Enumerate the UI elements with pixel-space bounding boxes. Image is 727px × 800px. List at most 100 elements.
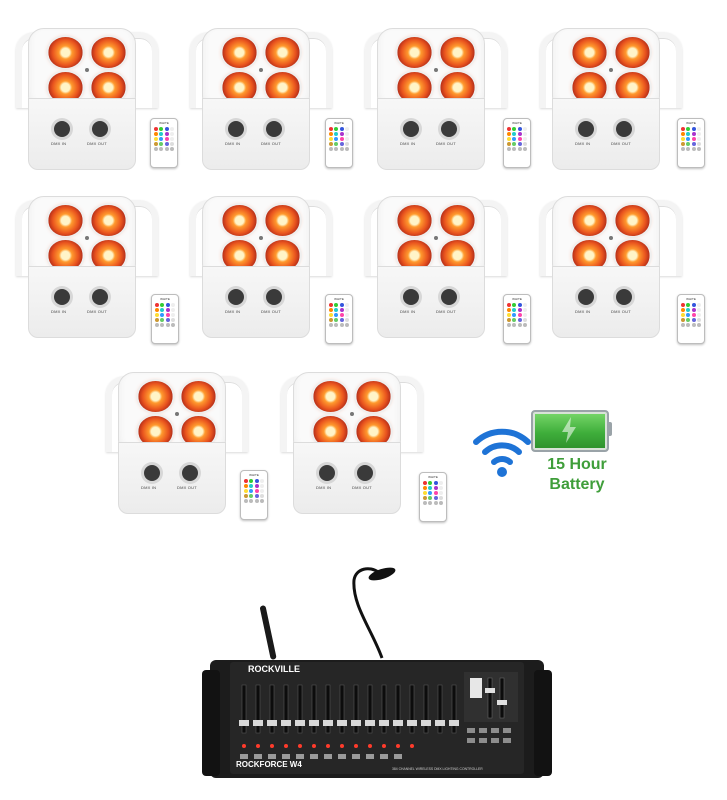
remote-keypad bbox=[681, 303, 701, 327]
remote-key bbox=[159, 132, 164, 136]
remote-key bbox=[164, 142, 169, 146]
dmx-in-port bbox=[228, 121, 244, 137]
remote-label: WHITE bbox=[249, 473, 259, 477]
remote-key bbox=[517, 303, 522, 307]
fixture-base: DMX IN DMX OUT bbox=[552, 98, 660, 170]
led-lens bbox=[397, 72, 432, 103]
remote-key bbox=[244, 489, 248, 493]
dmx-out-label: DMX OUT bbox=[611, 309, 631, 314]
remote-key bbox=[334, 323, 339, 327]
remote-key bbox=[517, 132, 522, 136]
dmx-out-label: DMX OUT bbox=[261, 309, 281, 314]
dmx-out-port bbox=[266, 121, 282, 137]
led-lens bbox=[615, 205, 650, 236]
remote-key bbox=[244, 484, 248, 488]
dmx-out-port bbox=[92, 289, 108, 305]
fixture-base: DMX IN DMX OUT bbox=[377, 266, 485, 338]
remote-key bbox=[160, 323, 165, 327]
remote-key bbox=[169, 127, 174, 131]
led-lens bbox=[572, 205, 607, 236]
dmx-out-port bbox=[441, 121, 457, 137]
led-lens bbox=[265, 72, 300, 103]
remote-key bbox=[329, 137, 333, 141]
par-light-fixture: DMX IN DMX OUT bbox=[540, 196, 682, 338]
remote-key bbox=[154, 142, 158, 146]
fixture-base: DMX IN DMX OUT bbox=[202, 98, 310, 170]
remote-key bbox=[522, 137, 527, 141]
remote-key bbox=[344, 303, 349, 307]
dmx-out-port bbox=[182, 465, 198, 481]
ir-sensor bbox=[175, 412, 179, 416]
remote-key bbox=[696, 313, 701, 317]
remote-key bbox=[681, 142, 685, 146]
remote-key bbox=[334, 142, 339, 146]
remote-key bbox=[507, 142, 511, 146]
remote-key bbox=[438, 501, 443, 505]
remote-key bbox=[169, 137, 174, 141]
led-lens bbox=[48, 37, 83, 68]
remote-key bbox=[254, 499, 259, 503]
remote-key bbox=[244, 499, 248, 503]
remote-key bbox=[160, 308, 165, 312]
fixture-base: DMX IN DMX OUT bbox=[28, 98, 136, 170]
remote-key bbox=[691, 313, 696, 317]
remote-key bbox=[339, 303, 344, 307]
remote-key bbox=[329, 323, 333, 327]
remote-key bbox=[154, 127, 158, 131]
led-lens bbox=[397, 205, 432, 236]
remote-key bbox=[344, 318, 349, 322]
dmx-in-label: DMX IN bbox=[400, 141, 416, 146]
remote-key bbox=[334, 127, 339, 131]
dmx-out-label: DMX OUT bbox=[87, 309, 107, 314]
dmx-in-port bbox=[578, 289, 594, 305]
remote-key bbox=[344, 142, 349, 146]
led-lens bbox=[222, 240, 257, 271]
dmx-in-label: DMX IN bbox=[51, 141, 67, 146]
fixture-base: DMX IN DMX OUT bbox=[377, 98, 485, 170]
dmx-out-port bbox=[616, 121, 632, 137]
remote-key bbox=[522, 132, 527, 136]
remote-key bbox=[691, 137, 696, 141]
ir-sensor bbox=[85, 68, 89, 72]
par-light-fixture: DMX IN DMX OUT bbox=[365, 196, 507, 338]
remote-key bbox=[681, 127, 685, 131]
led-lens bbox=[138, 381, 173, 412]
remote-keypad bbox=[681, 127, 701, 151]
remote-key bbox=[512, 308, 517, 312]
remote-keypad bbox=[329, 127, 349, 151]
remote-key bbox=[507, 147, 511, 151]
remote-key bbox=[329, 142, 333, 146]
remote-key bbox=[249, 499, 254, 503]
remote-label: WHITE bbox=[686, 297, 696, 301]
remote-key bbox=[159, 147, 164, 151]
ir-remote-control: WHITE bbox=[240, 470, 268, 520]
remote-key bbox=[329, 303, 333, 307]
remote-key bbox=[438, 491, 443, 495]
remote-key bbox=[160, 318, 165, 322]
fixture-base: DMX IN DMX OUT bbox=[552, 266, 660, 338]
remote-key bbox=[696, 303, 701, 307]
par-light-fixture: DMX IN DMX OUT bbox=[16, 28, 158, 170]
dmx-in-port bbox=[144, 465, 160, 481]
remote-key bbox=[164, 137, 169, 141]
remote-key bbox=[329, 318, 333, 322]
led-lens bbox=[181, 416, 216, 447]
dmx-in-port bbox=[403, 289, 419, 305]
ir-sensor bbox=[259, 236, 263, 240]
remote-key bbox=[329, 127, 333, 131]
console-subtitle: 384 CHANNEL WIRELESS DMX LIGHTING CONTRO… bbox=[392, 767, 483, 771]
remote-key bbox=[164, 132, 169, 136]
dmx-out-label: DMX OUT bbox=[352, 485, 372, 490]
remote-key bbox=[686, 127, 691, 131]
battery-hours-text: 15 Hour bbox=[547, 456, 607, 473]
remote-key bbox=[507, 308, 511, 312]
remote-label: WHITE bbox=[512, 121, 522, 125]
remote-key bbox=[339, 323, 344, 327]
fixture-base: DMX IN DMX OUT bbox=[28, 266, 136, 338]
dmx-in-label: DMX IN bbox=[225, 141, 241, 146]
dmx-out-label: DMX OUT bbox=[436, 309, 456, 314]
remote-key bbox=[169, 147, 174, 151]
remote-key bbox=[507, 323, 511, 327]
remote-key bbox=[339, 132, 344, 136]
remote-keypad bbox=[154, 127, 174, 151]
